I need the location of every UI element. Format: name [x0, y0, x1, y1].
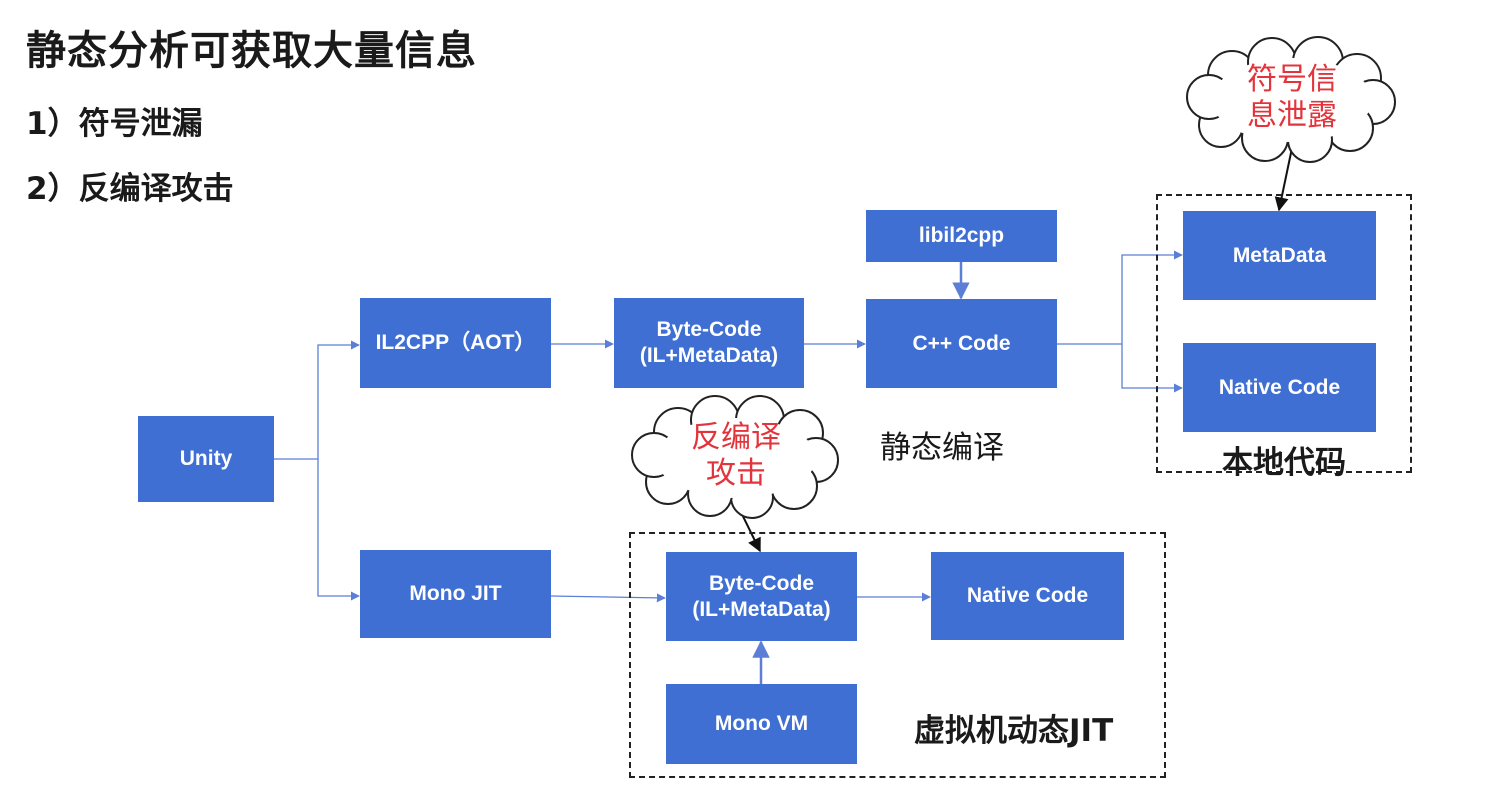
edge-unity-il2cpp — [274, 340, 360, 460]
native-code-region — [1156, 194, 1412, 473]
node-mono-jit[interactable]: Mono JIT — [360, 550, 551, 638]
callout-pointer-symbol — [1274, 147, 1293, 212]
edge-monojit-bytecode — [550, 593, 666, 603]
node-unity[interactable]: Unity — [138, 416, 274, 502]
label-native-region: 本地代码 — [1222, 445, 1346, 481]
callout-decompile-attack: 反编译 攻击 — [691, 420, 781, 491]
node-cpp-code[interactable]: C++ Code — [866, 299, 1057, 388]
point-symbol-leak: 1）符号泄漏 — [26, 106, 203, 142]
vm-jit-region — [629, 532, 1166, 778]
label-vm-region: 虚拟机动态JIT — [914, 713, 1114, 749]
callout-symbol-leak: 符号信 息泄露 — [1247, 62, 1337, 133]
node-bytecode-bottom[interactable]: Byte-Code (IL+MetaData) — [666, 552, 857, 641]
edge-cpp-metadata — [1057, 250, 1183, 345]
node-metadata[interactable]: MetaData — [1183, 211, 1376, 300]
edge-unity-mono-jit — [317, 459, 360, 601]
edge-cpp-native — [1121, 344, 1183, 393]
node-bytecode-top[interactable]: Byte-Code (IL+MetaData) — [614, 298, 804, 388]
node-native-code-top[interactable]: Native Code — [1183, 343, 1376, 432]
node-mono-vm[interactable]: Mono VM — [666, 684, 857, 764]
label-static-compile: 静态编译 — [880, 430, 1004, 466]
node-libil2cpp[interactable]: libil2cpp — [866, 210, 1057, 262]
node-native-code-bottom[interactable]: Native Code — [931, 552, 1124, 640]
node-il2cpp[interactable]: IL2CPP（AOT） — [360, 298, 551, 388]
page-title: 静态分析可获取大量信息 — [26, 28, 477, 74]
point-decompile-attack: 2）反编译攻击 — [26, 171, 234, 207]
